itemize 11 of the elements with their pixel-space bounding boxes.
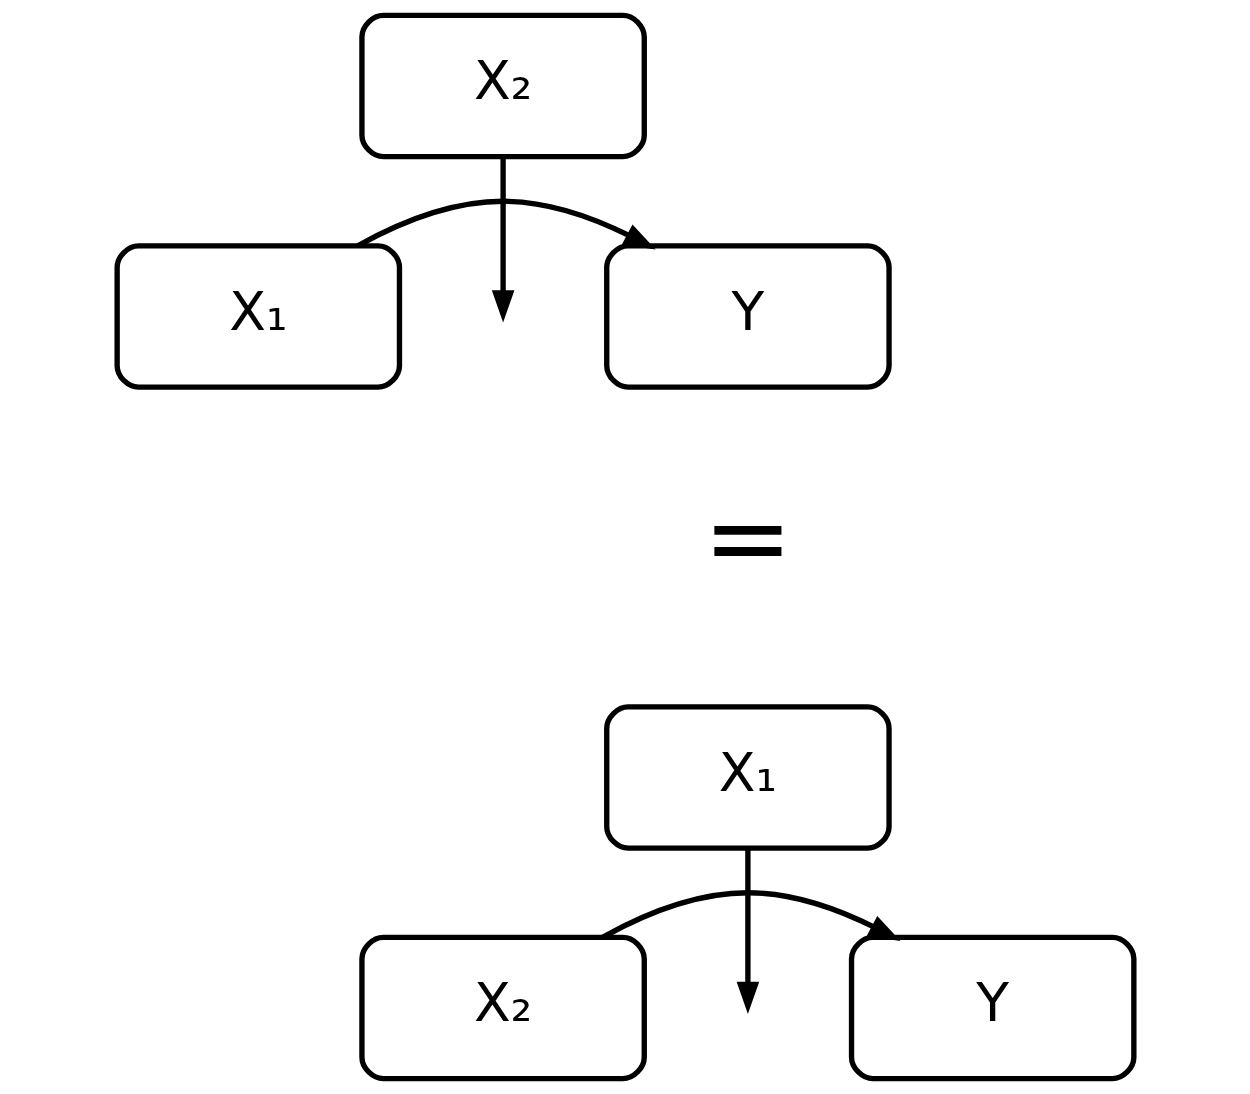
node-box: X₁ [113,243,402,390]
node-box: X₂ [358,12,647,160]
arrow [491,157,514,323]
arrow [736,848,759,1015]
label: = [702,473,793,599]
node-box: X₂ [358,934,647,1082]
arrow [600,890,900,942]
node-box: Y [603,243,892,390]
node-box: X₁ [603,704,892,851]
arrow [355,198,656,250]
node-box: Y [848,934,1137,1082]
